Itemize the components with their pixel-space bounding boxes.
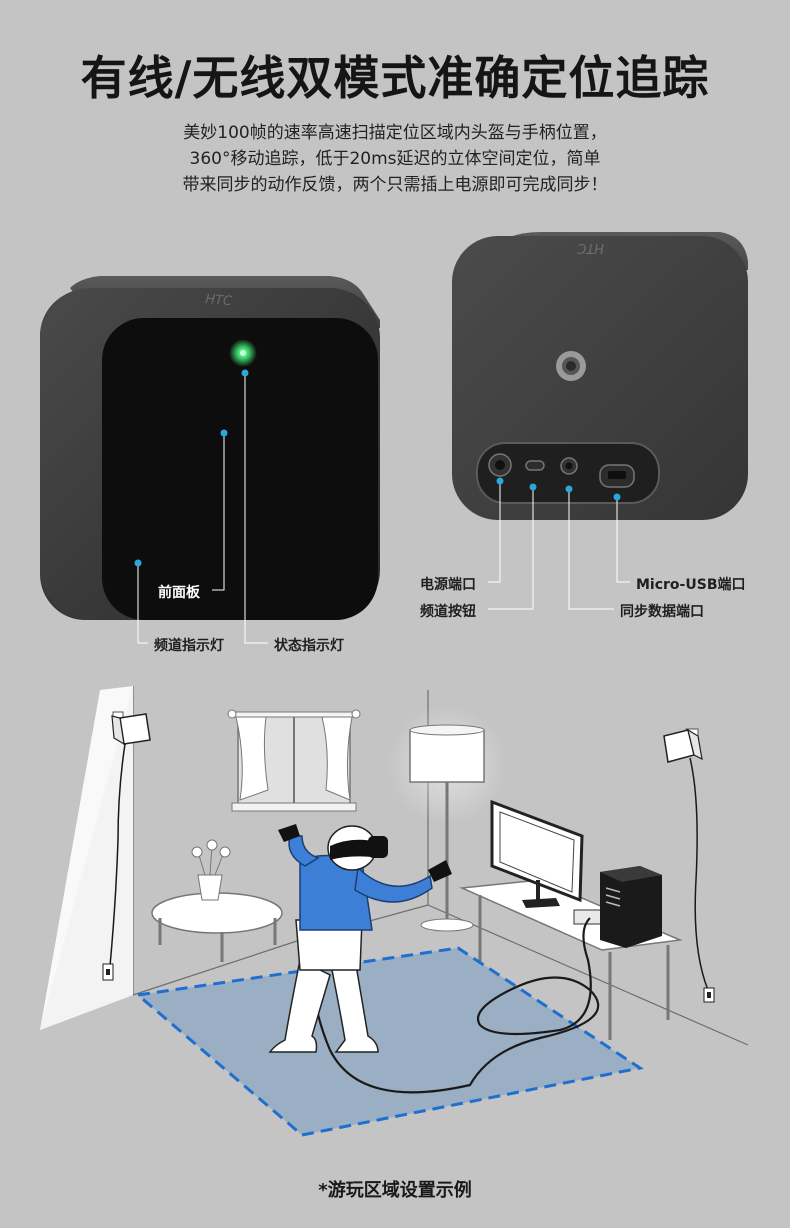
htc-logo-back: HTC [576, 240, 604, 255]
callout-dot [496, 477, 504, 485]
play-area [134, 946, 644, 1137]
label-front-panel: 前面板 [158, 585, 200, 601]
link-box [573, 909, 605, 925]
controller [428, 860, 452, 882]
description-line: 带来同步的动作反馈，两个只需插上电源即可完成同步！ [182, 175, 608, 195]
pc-tower [600, 866, 662, 948]
headset-cable [307, 881, 600, 1094]
description: 美妙100帧的速率高速扫描定位区域内头盔与手柄位置， 360°移动追踪，低于20… [95, 120, 695, 198]
channel-button [525, 460, 545, 471]
desk [459, 799, 683, 1040]
back-base-station: HTC [452, 232, 748, 520]
callout-dot [613, 493, 621, 501]
caption: *游玩区域设置示例 [318, 1180, 472, 1201]
callout-dot [134, 559, 142, 567]
description-line: 360°移动追踪，低于20ms延迟的立体空间定位，简单 [189, 149, 601, 169]
vr-user [268, 824, 452, 1053]
label-power-port: 电源端口 [420, 577, 476, 593]
label-sync-data-port: 同步数据端口 [620, 604, 704, 620]
label-channel-button: 频道按钮 [420, 604, 476, 620]
front-base-station: HTC [40, 276, 380, 620]
front-callout-lines [137, 373, 268, 644]
callout-dot [565, 485, 573, 493]
back-callout-lines [488, 481, 630, 610]
window [227, 709, 361, 812]
page-title: 有线/无线双模式准确定位追踪 [80, 51, 710, 105]
wall-base-station-right [663, 728, 715, 1003]
label-channel-indicator: 频道指示灯 [154, 638, 224, 654]
wall-base-station-left [102, 711, 151, 981]
callout-dot [529, 483, 537, 491]
side-table [151, 839, 283, 962]
label-micro-usb-port: Micro-USB端口 [636, 577, 746, 593]
floor-lamp [387, 705, 507, 932]
callout-dot [241, 369, 249, 377]
description-line: 美妙100帧的速率高速扫描定位区域内头盔与手柄位置， [183, 123, 607, 143]
controller [278, 824, 300, 842]
htc-logo: HTC [205, 292, 234, 309]
vr-headset [368, 836, 388, 858]
label-status-indicator: 状态指示灯 [274, 638, 344, 654]
callout-dot [220, 429, 228, 437]
